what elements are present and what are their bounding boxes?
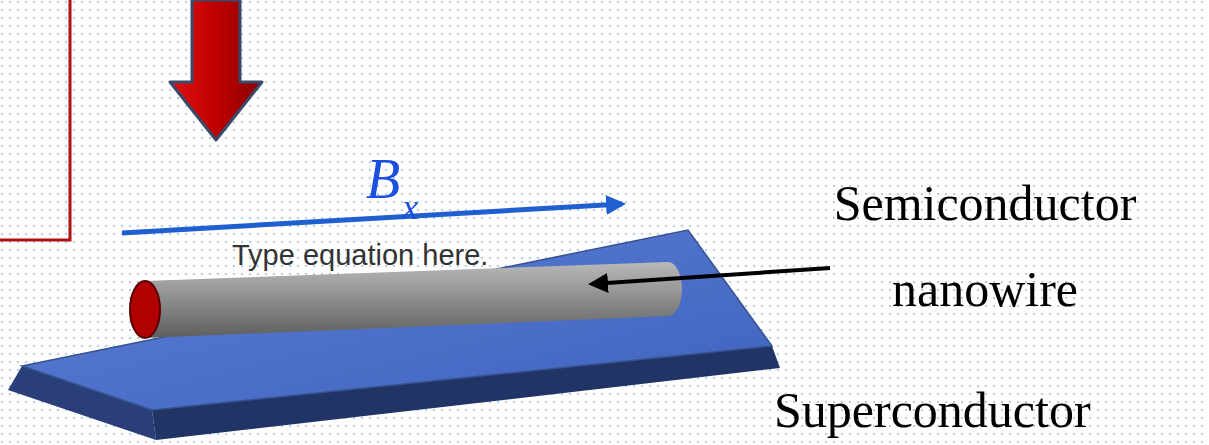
field-subscript: x: [402, 186, 418, 229]
part-label: Superconductor: [774, 380, 1091, 440]
nanowire-end-cap: [130, 281, 160, 338]
frame-corner: [0, 0, 70, 240]
field-symbol: B: [366, 146, 400, 213]
field-arrow: [170, 0, 262, 140]
part-label: Semiconductor nanowire: [770, 160, 1200, 332]
superconductor-slab: [22, 230, 772, 410]
placeholder-note: Type equation here.: [232, 238, 488, 273]
nanowire-body: [145, 262, 682, 338]
pointer-arrow: [592, 268, 830, 284]
